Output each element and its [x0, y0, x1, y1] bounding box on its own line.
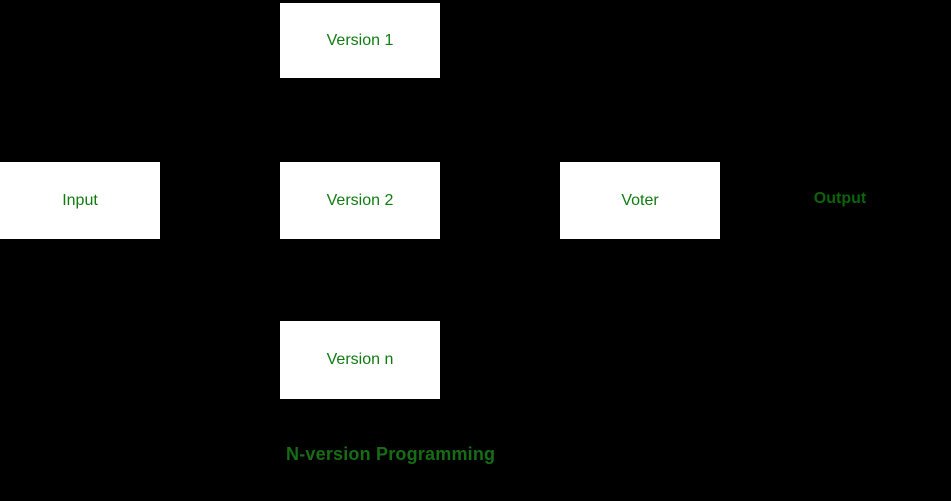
- version-n-label: Version n: [326, 351, 394, 368]
- version-1-box: Version 1: [280, 3, 440, 78]
- voter-box: Voter: [560, 162, 720, 239]
- version-1-label: Version 1: [326, 31, 394, 49]
- version-n-box: Version n: [280, 321, 440, 399]
- version-2-box: Version 2: [280, 162, 440, 239]
- output-label: Output: [813, 190, 867, 207]
- version-2-label: Version 2: [326, 191, 394, 209]
- diagram-title: N-version Programming: [286, 444, 496, 464]
- input-label: Input: [62, 191, 98, 209]
- voter-label: Voter: [621, 191, 659, 209]
- input-box: Input: [0, 162, 160, 239]
